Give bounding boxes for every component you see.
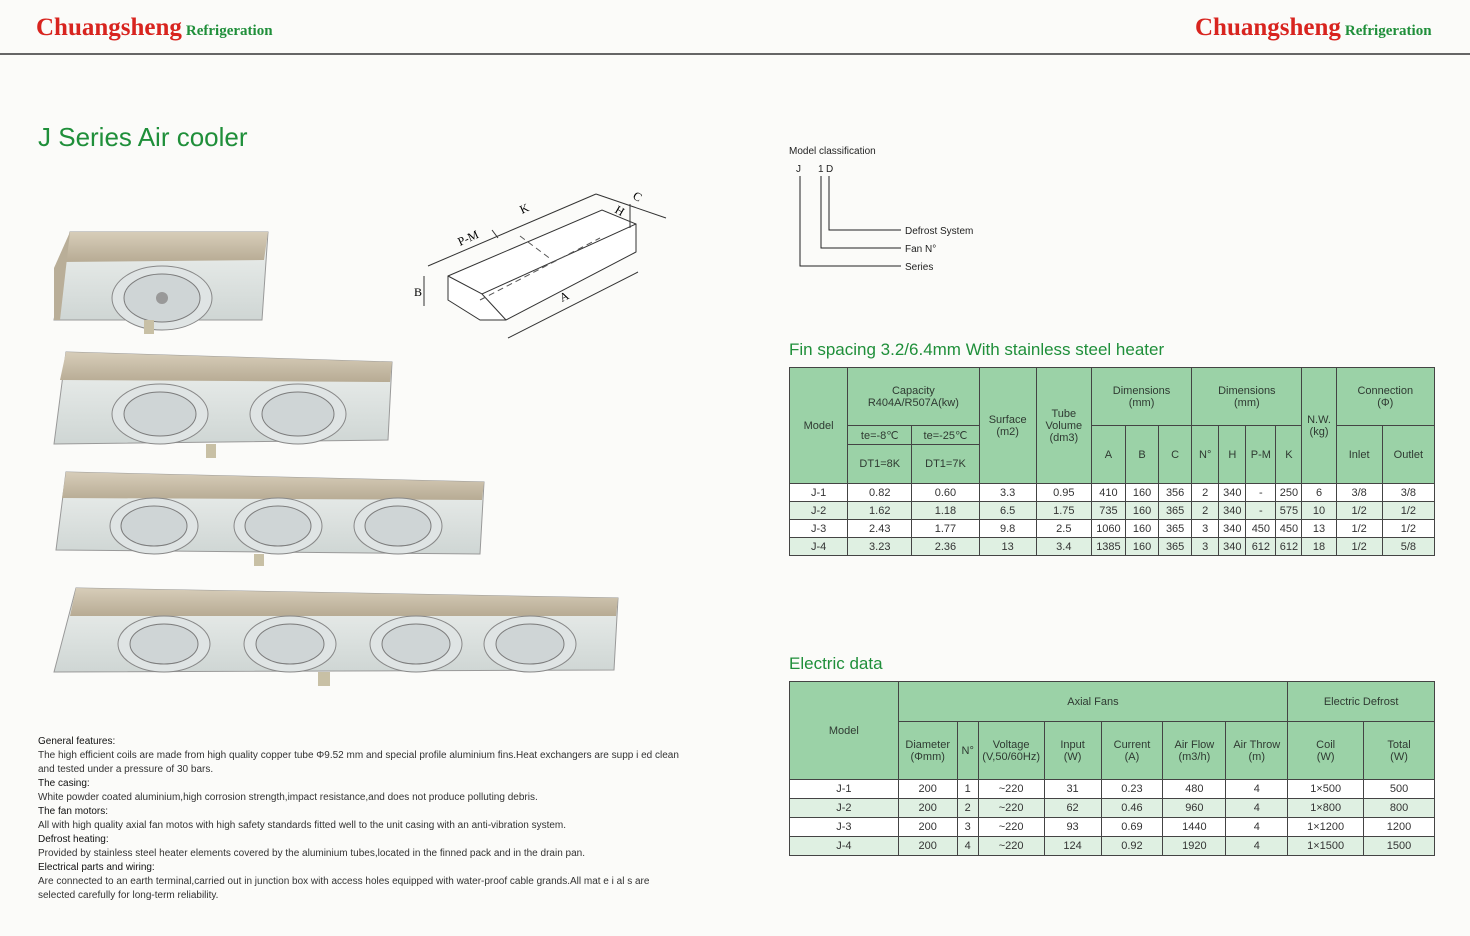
model-classification: Model classification J 1 D Defrost Syste… xyxy=(789,146,973,273)
general-features-text-1: The high efficient coils are made from h… xyxy=(38,750,679,761)
label-fan-no: Fan N° xyxy=(905,244,936,255)
label-c: C xyxy=(631,188,645,204)
ecol-coil: Coil(W) xyxy=(1287,721,1365,780)
col-pm: P-M xyxy=(1245,425,1277,484)
ecol-total: Total(W) xyxy=(1363,721,1435,780)
model-classification-heading: Model classification xyxy=(789,146,876,157)
general-features-heading: General features: xyxy=(38,736,116,747)
classification-diagram: J 1 D Defrost System Fan N° Series xyxy=(796,164,973,273)
col-te2: te=-25℃ xyxy=(911,425,980,445)
spec-heading: Fin spacing 3.2/6.4mm With stainless ste… xyxy=(789,340,1165,359)
col-c: C xyxy=(1158,425,1193,484)
ecol-electric-defrost: Electric Defrost xyxy=(1287,681,1435,722)
col-connection: Connection(Φ) xyxy=(1335,367,1436,426)
col-dimensions-2: Dimensions(mm) xyxy=(1191,367,1303,426)
col-inlet: Inlet xyxy=(1335,425,1383,484)
header-divider xyxy=(0,53,1470,55)
casing-text: White powder coated aluminium,high corro… xyxy=(38,792,538,803)
page-title: J Series Air cooler xyxy=(38,122,248,152)
col-no: N° xyxy=(1191,425,1220,484)
casing-heading: The casing: xyxy=(38,778,90,789)
ecol-diameter: Diameter(Φmm) xyxy=(897,721,958,780)
cooler-unit-2 xyxy=(53,351,393,458)
cooler-unit-1 xyxy=(53,231,269,334)
electric-table: Model Axial Fans Electric Defrost Diamet… xyxy=(789,681,1435,856)
fan-motors-text: All with high quality axial fan motos wi… xyxy=(38,820,567,831)
ecol-input: Input(W) xyxy=(1043,721,1102,780)
ecol-model: Model xyxy=(789,681,899,780)
features-text: General features: The high efficient coi… xyxy=(38,735,738,903)
code-defrost: D xyxy=(826,164,833,175)
col-dt1: DT1=8K xyxy=(847,444,913,484)
product-photos xyxy=(40,220,640,700)
ecol-no: N° xyxy=(956,721,979,780)
col-te1: te=-8℃ xyxy=(847,425,913,445)
air-cooler-illustration xyxy=(53,231,619,686)
electric-heading: Electric data xyxy=(789,654,883,673)
defrost-heading: Defrost heating: xyxy=(38,834,109,845)
defrost-text: Provided by stainless steel heater eleme… xyxy=(38,848,585,859)
col-outlet: Outlet xyxy=(1381,425,1436,484)
ecol-air-throw: Air Throw(m) xyxy=(1225,721,1289,780)
ecol-voltage: Voltage(V,50/60Hz) xyxy=(977,721,1045,780)
label-pm: P-M xyxy=(456,227,481,249)
brand-name: Chuangsheng xyxy=(1195,14,1341,41)
code-series: J xyxy=(796,164,801,175)
cooler-unit-4 xyxy=(53,587,619,686)
ecol-current: Current(A) xyxy=(1100,721,1164,780)
code-fan: 1 xyxy=(818,164,824,175)
electrical-text-2: selected carefully for long-term reliabi… xyxy=(38,890,219,901)
dimension-diagram: P-M K H C B A xyxy=(410,180,680,365)
col-model: Model xyxy=(788,367,849,484)
col-dimensions-1: Dimensions(mm) xyxy=(1090,367,1193,426)
ecol-axial-fans: Axial Fans xyxy=(897,681,1289,722)
col-surface: Surface(m2) xyxy=(978,367,1037,484)
electrical-text-1: Are connected to an earth terminal,carri… xyxy=(38,876,650,887)
col-h: H xyxy=(1218,425,1247,484)
label-defrost-system: Defrost System xyxy=(905,226,973,237)
label-b: B xyxy=(414,285,422,299)
label-k: K xyxy=(518,200,532,216)
general-features-text-2: and tested under a pressure of 30 bars. xyxy=(38,764,214,775)
cooler-unit-3 xyxy=(55,471,485,566)
electrical-heading: Electrical parts and wiring: xyxy=(38,862,155,873)
label-series: Series xyxy=(905,262,933,273)
col-nw: N.W.(kg) xyxy=(1301,367,1337,484)
brand-sub: Refrigeration xyxy=(1344,23,1432,39)
label-a: A xyxy=(557,288,571,305)
ecol-air-flow: Air Flow(m3/h) xyxy=(1162,721,1227,780)
brand-name: Chuangsheng xyxy=(36,14,182,41)
dimension-drawing: P-M K H C B A xyxy=(414,188,667,339)
col-dt2: DT1=7K xyxy=(911,444,980,484)
fan-motors-heading: The fan motors: xyxy=(38,806,109,817)
col-k: K xyxy=(1275,425,1303,484)
col-b: B xyxy=(1124,425,1160,484)
col-a: A xyxy=(1090,425,1126,484)
brand-sub: Refrigeration xyxy=(185,23,273,39)
